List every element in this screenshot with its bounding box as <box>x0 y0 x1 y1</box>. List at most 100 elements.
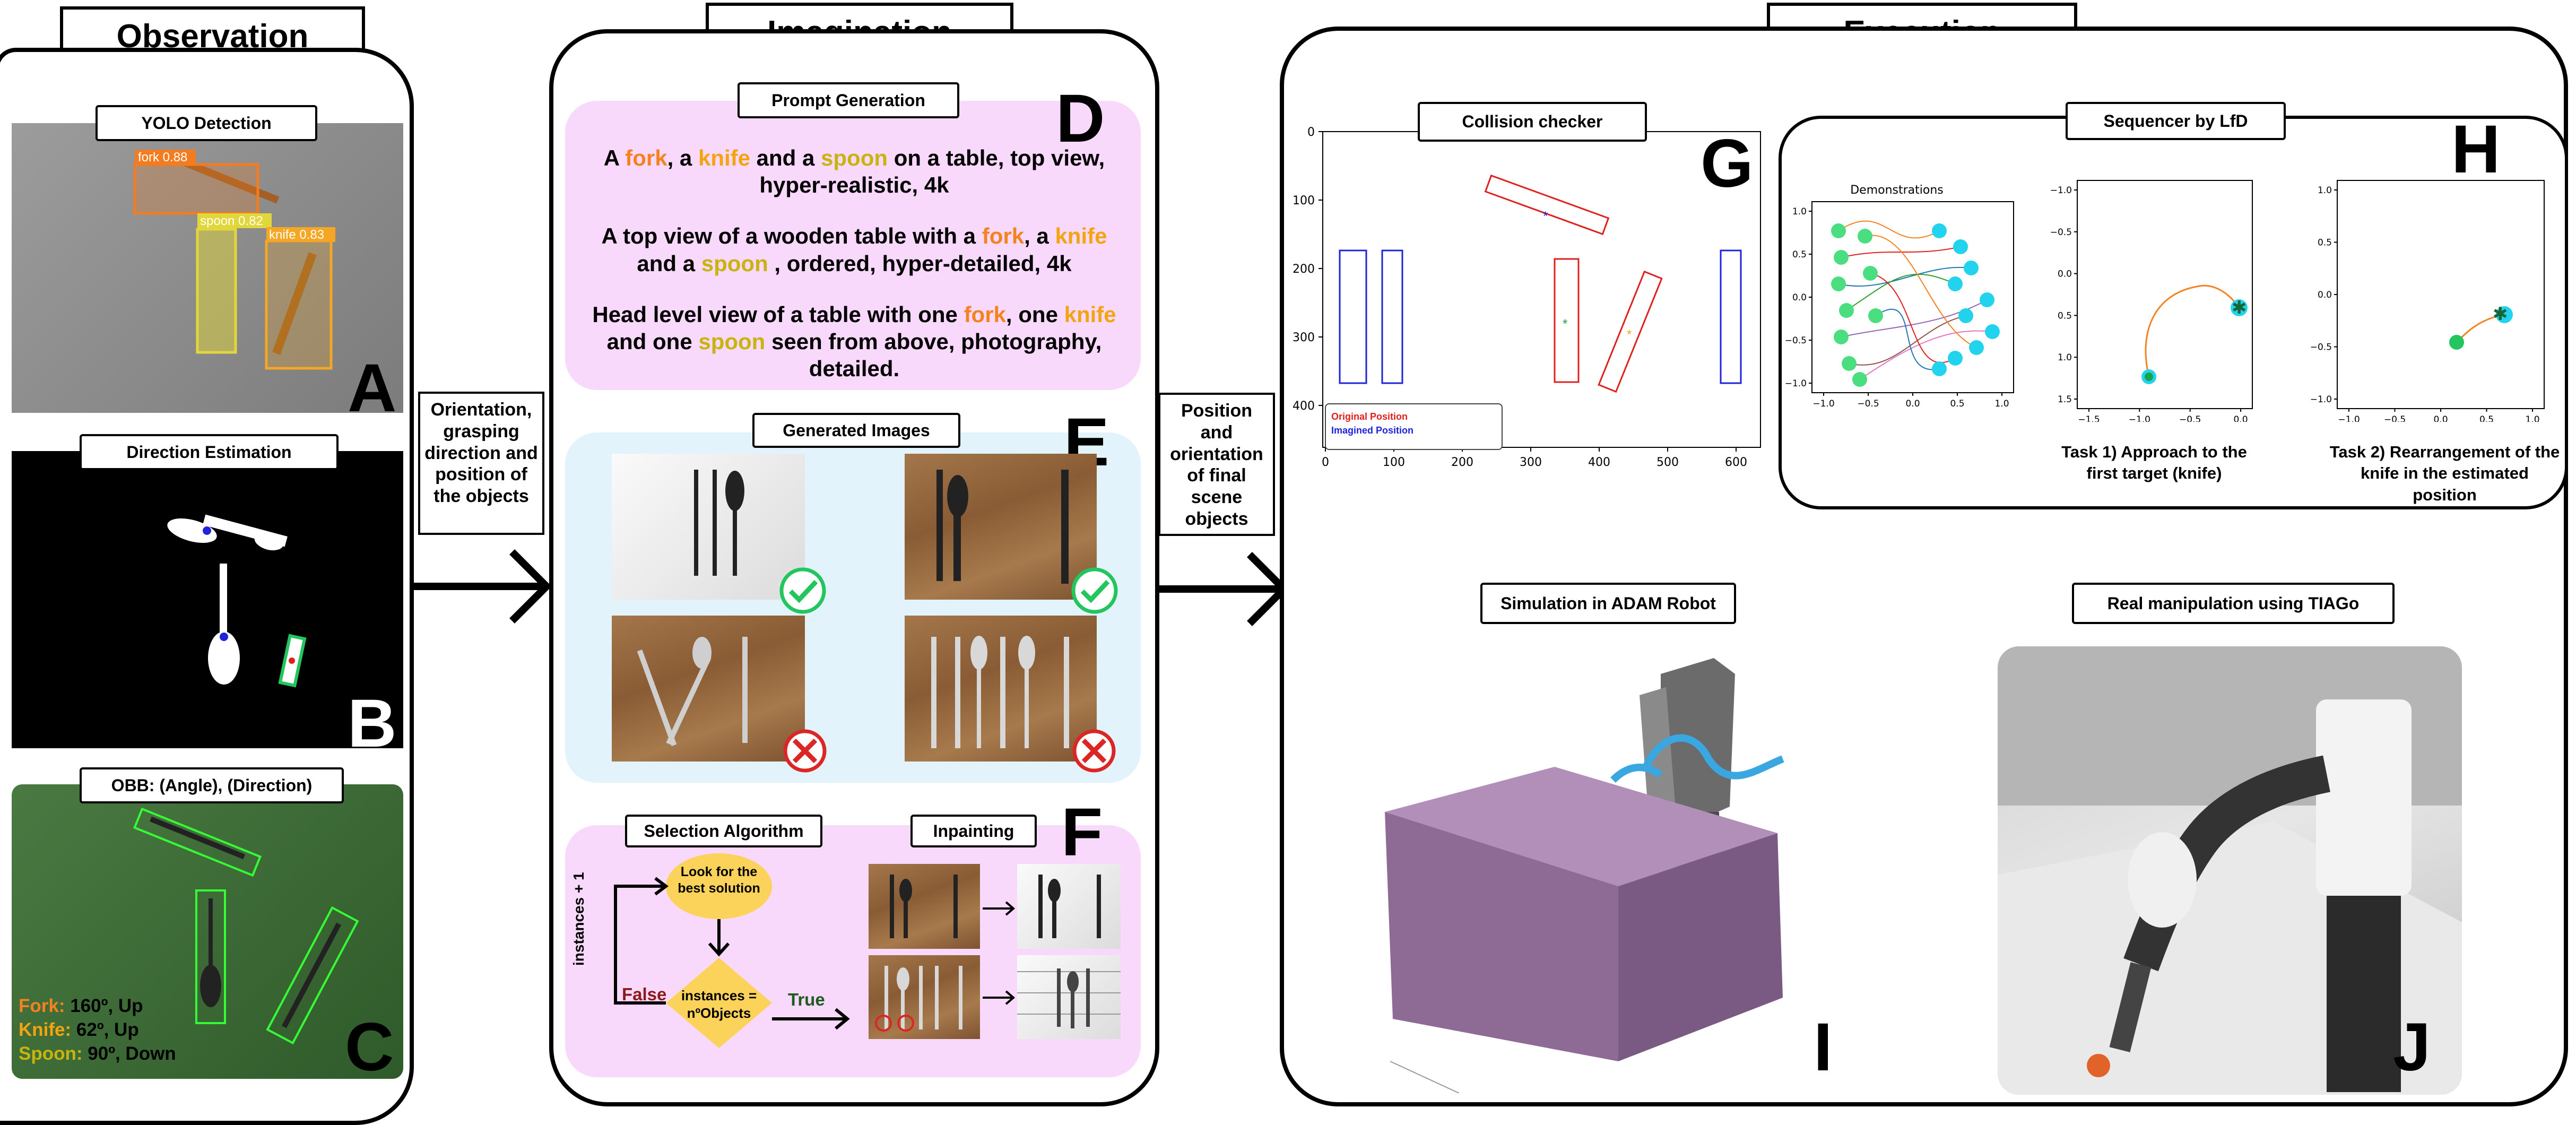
inpaint-arrow-icon <box>983 901 1016 916</box>
label-a: A <box>348 350 397 426</box>
collision-legend: Original Position Imagined Position <box>1325 403 1503 450</box>
x-tick-label: 0.5 <box>1950 399 1964 409</box>
legend-original: Original Position <box>1331 411 1408 422</box>
demo-start <box>1839 303 1854 318</box>
y-tick-label: 0.0 <box>2318 290 2332 300</box>
demo-end <box>1948 276 1963 291</box>
real-manipulation-photo <box>1998 646 2462 1095</box>
x-tick-label: 0 <box>1322 456 1329 469</box>
task1-caption: Task 1) Approach to the first target (kn… <box>2061 443 2247 483</box>
x-tick-label: −1.0 <box>2338 414 2360 422</box>
y-tick-label: 1.5 <box>2058 394 2072 405</box>
real-manipulation-tag: Real manipulation using TIAGo <box>2072 583 2395 624</box>
y-tick-label: −1.0 <box>2310 394 2332 405</box>
y-tick-label: 1.0 <box>2058 352 2072 363</box>
decision-instances: instances = nºObjects <box>681 988 757 1021</box>
x-tick-label: −1.0 <box>2129 414 2150 422</box>
true-label: True <box>788 990 825 1009</box>
demo-curve <box>1849 315 1966 366</box>
knife-detection-label: knife 0.83 <box>269 228 324 242</box>
prompt-1: A fork, a knife and a spoon on a table, … <box>603 145 1105 198</box>
spoon-detection-label: spoon 0.82 <box>200 214 263 228</box>
inpaint-output-1 <box>1017 864 1121 949</box>
y-tick-label: 0.0 <box>1792 292 1807 303</box>
label-j: J <box>2393 1009 2431 1085</box>
y-tick-label: −0.5 <box>1785 335 1807 346</box>
inpaint-input-2 <box>869 955 980 1039</box>
generated-image-2 <box>905 454 1097 600</box>
legend-imagined: Imagined Position <box>1331 425 1414 436</box>
x-tick-label: 1.0 <box>1994 399 2009 409</box>
demo-end <box>1932 361 1947 376</box>
x-tick-label: 200 <box>1451 456 1473 469</box>
x-tick-label: 300 <box>1520 456 1542 469</box>
object-rect <box>1598 270 1663 393</box>
x-tick-label: −0.5 <box>2179 414 2201 422</box>
demo-end <box>1985 324 2000 339</box>
demo-end <box>1948 351 1963 366</box>
sequencer-tag: Sequencer by LfD <box>2066 102 2286 140</box>
y-tick-label: −0.5 <box>2050 227 2072 238</box>
object-rect <box>1554 258 1580 383</box>
direction-estimation-image <box>12 451 403 748</box>
inpaint-arrow-icon <box>983 990 1016 1005</box>
demo-end <box>1980 292 1994 307</box>
fork-box <box>133 163 259 215</box>
object-rect <box>1381 249 1403 384</box>
yolo-detection-tag: YOLO Detection <box>96 105 317 141</box>
label-b: B <box>348 686 397 761</box>
prompt-generation-box <box>565 101 1141 390</box>
demo-end <box>1932 223 1947 238</box>
loop-label: instances + 1 <box>570 872 587 966</box>
simulation-render <box>1385 658 1784 1093</box>
cross-icon <box>783 729 827 773</box>
spoon-box <box>196 228 237 354</box>
demo-start <box>1842 356 1857 371</box>
task2-caption: Task 2) Rearrangement of the knife in th… <box>2329 443 2560 504</box>
y-tick-label: 300 <box>1293 331 1315 344</box>
x-tick-label: −1.5 <box>2078 414 2100 422</box>
object-center-marker: * <box>1543 209 1548 223</box>
obb-values: Fork: 160º, Up Knife: 62º, Up Spoon: 90º… <box>19 994 176 1066</box>
generated-images-tag: Generated Images <box>752 413 960 448</box>
demo-end <box>1953 239 1968 254</box>
demo-start <box>1863 266 1878 281</box>
prompt-generation-tag: Prompt Generation <box>738 82 959 118</box>
y-tick-label: 100 <box>1293 194 1315 207</box>
obb-image <box>12 784 403 1079</box>
x-tick-label: 0.0 <box>2233 414 2248 422</box>
demo-end <box>1964 261 1979 275</box>
generated-image-3 <box>612 616 805 761</box>
demo-start <box>1831 276 1846 291</box>
label-h: H <box>2451 111 2501 187</box>
direction-estimation-tag: Direction Estimation <box>80 434 339 470</box>
y-tick-label: 1.0 <box>2318 185 2332 196</box>
demonstrations-plot: Demonstrations 1.00.50.0−0.5−1.0 −1.0−0.… <box>1785 184 2014 409</box>
x-tick-label: 100 <box>1383 456 1405 469</box>
x-tick-label: 0.5 <box>2479 414 2494 422</box>
false-label: False <box>622 984 667 1004</box>
knife-angle-value: 62º, Up <box>76 1019 139 1040</box>
demo-curve <box>1859 330 1993 380</box>
collision-checker-tag: Collision checker <box>1418 102 1647 142</box>
x-tick-label: 0.0 <box>2433 414 2448 422</box>
y-tick-label: 200 <box>1293 263 1315 276</box>
object-rect <box>1720 249 1742 384</box>
demo-start <box>1868 308 1883 323</box>
inpaint-output-2 <box>1017 955 1121 1039</box>
label-d: D <box>1056 81 1105 157</box>
spoon-angle-value: 90º, Down <box>88 1043 176 1064</box>
label-g: G <box>1701 126 1754 202</box>
x-tick-label: 0.0 <box>1905 399 1920 409</box>
selection-algorithm-tag: Selection Algorithm <box>625 815 822 847</box>
x-tick-label: 1.0 <box>2525 414 2539 422</box>
demo-curve <box>1846 273 1956 311</box>
demo-curve <box>1838 266 1972 287</box>
obb-tag: OBB: (Angle), (Direction) <box>80 767 344 803</box>
cross-icon <box>1072 729 1116 773</box>
demo-start <box>1858 229 1872 244</box>
object-rect <box>1339 249 1367 384</box>
x-tick-label: −1.0 <box>1812 399 1834 409</box>
